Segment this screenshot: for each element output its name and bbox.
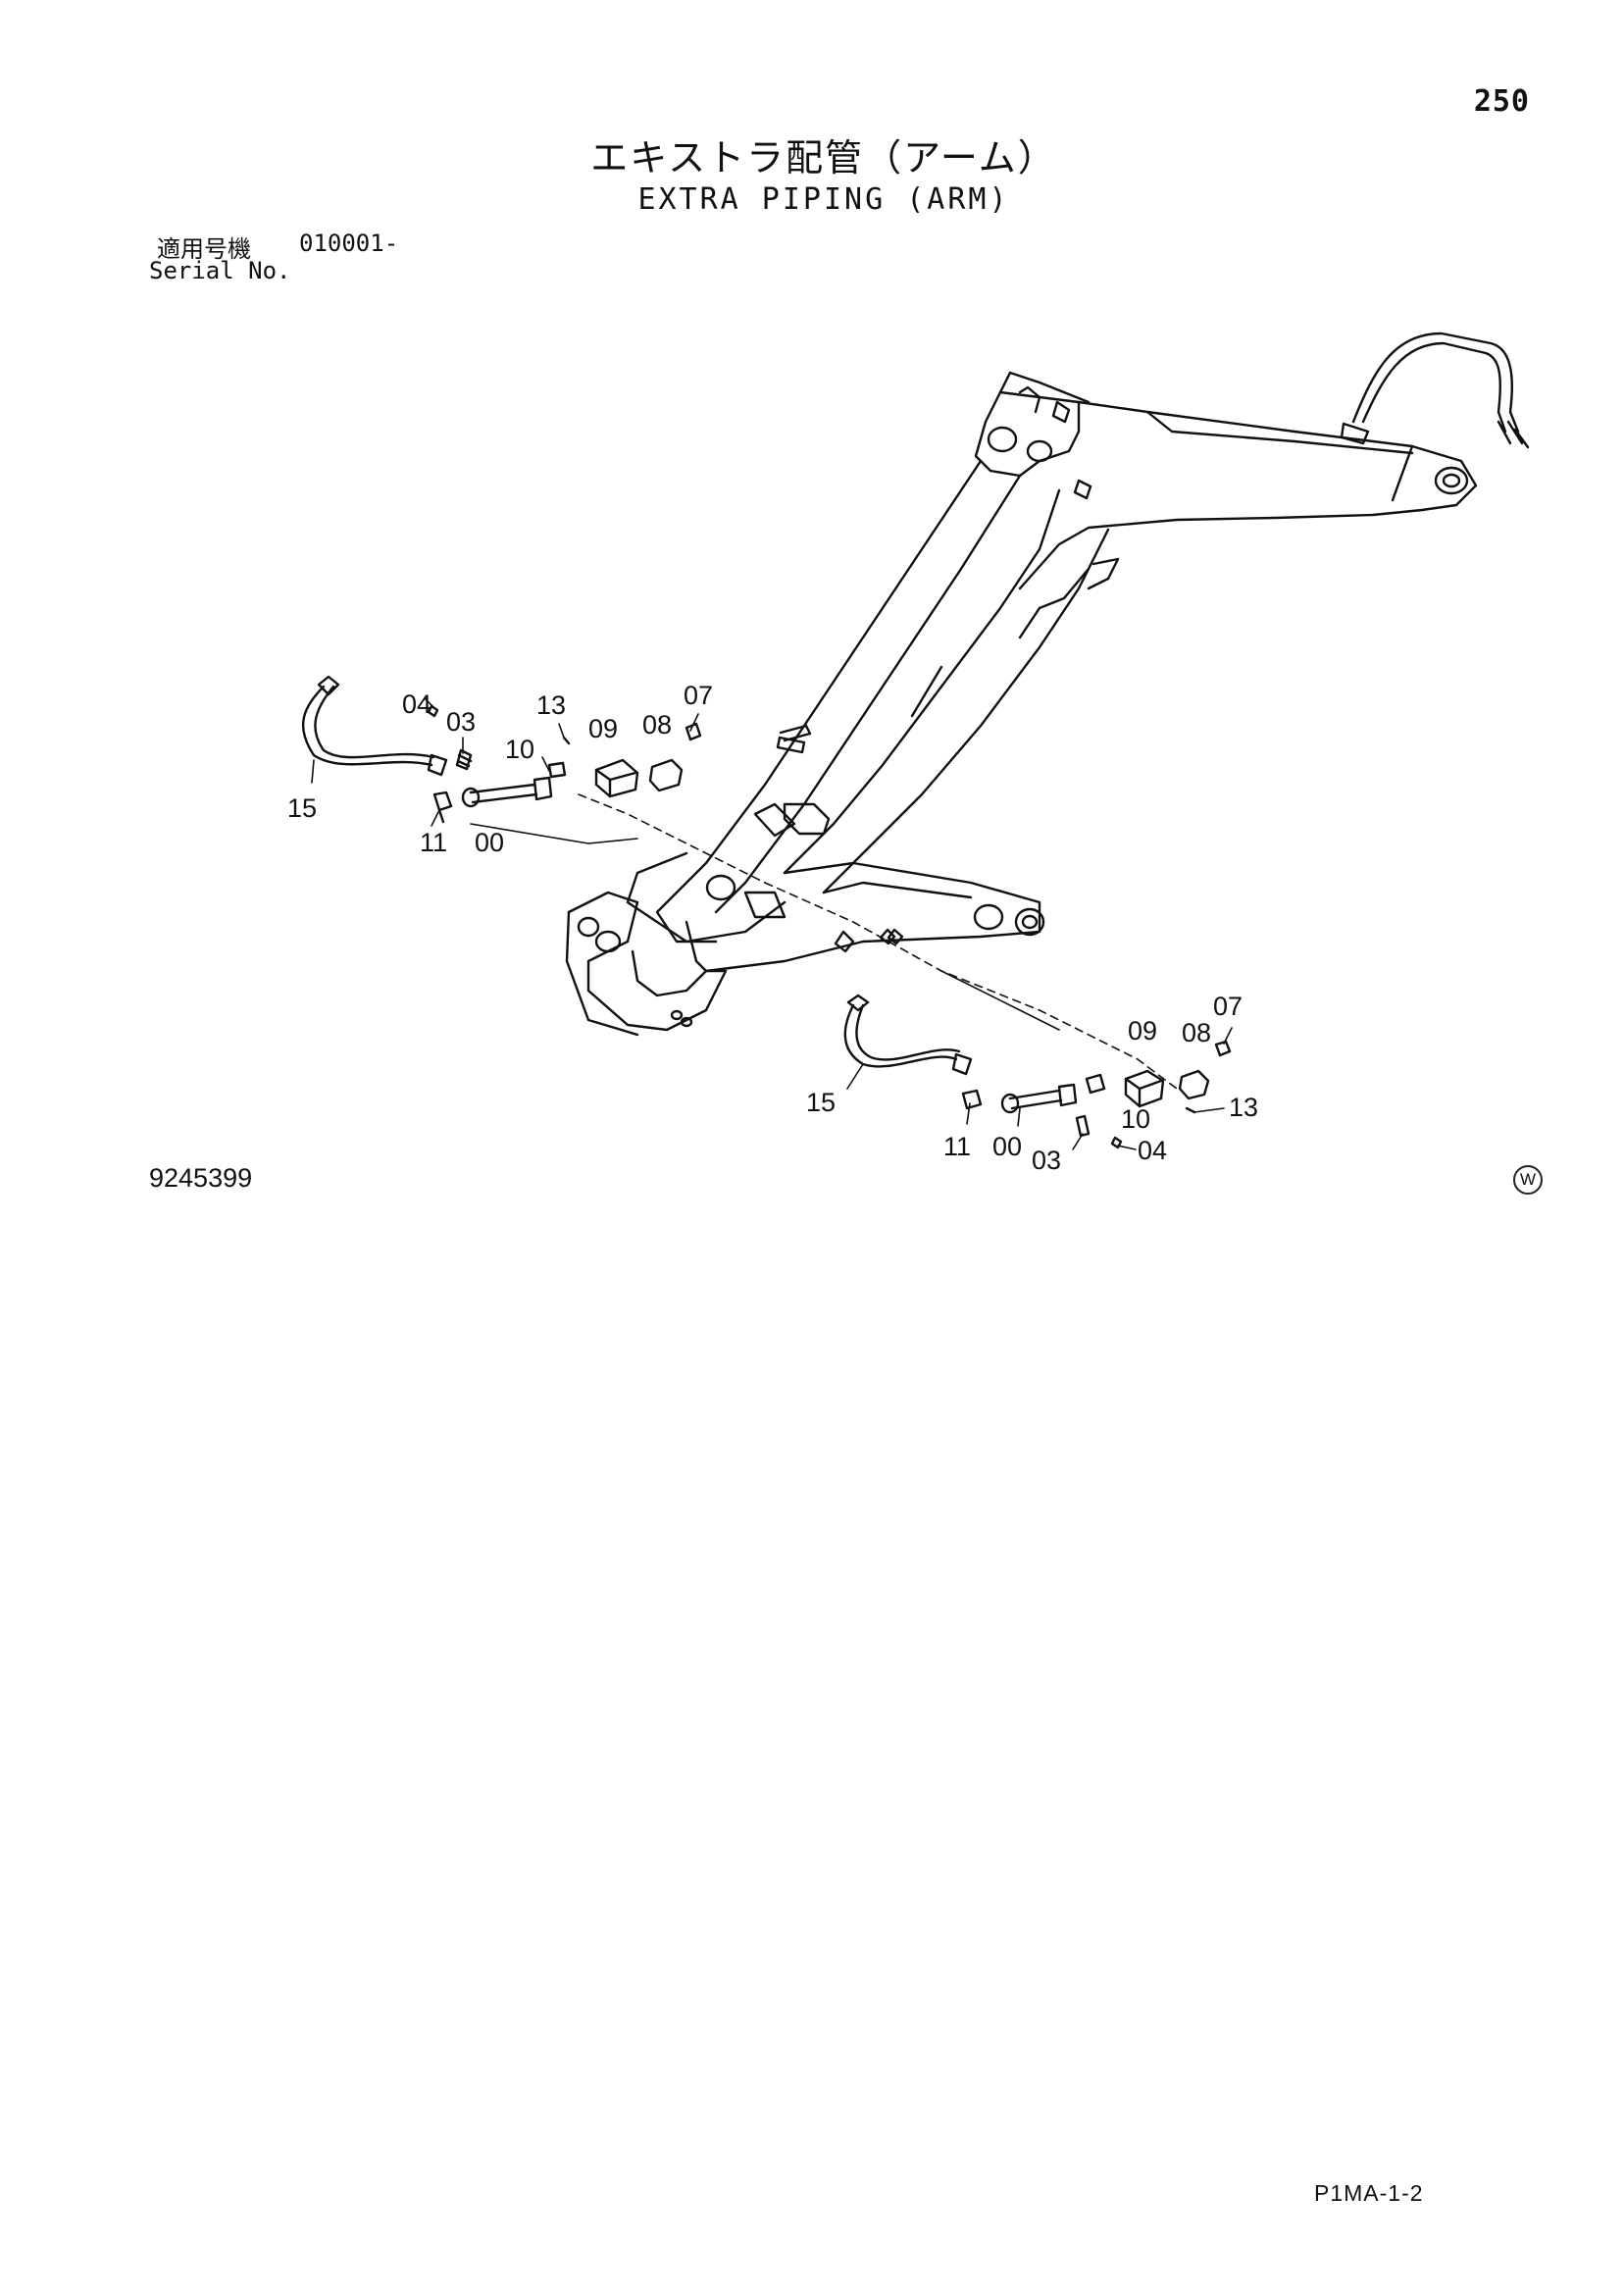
callout-04: 04 [402, 689, 431, 719]
callout-08: 08 [1182, 1018, 1211, 1047]
drawing-number: 9245399 [149, 1163, 253, 1193]
callout-15: 15 [287, 793, 317, 823]
callout-07: 07 [1213, 992, 1243, 1021]
callout-00: 00 [992, 1132, 1022, 1161]
callout-10: 10 [1121, 1104, 1150, 1134]
page-code: P1MA-1-2 [1314, 2180, 1424, 2206]
callout-13: 13 [536, 690, 566, 720]
callout-11: 11 [420, 828, 447, 857]
leader-lines [311, 697, 1233, 1150]
callout-00: 00 [475, 828, 504, 857]
watermark-symbol: W [1513, 1165, 1543, 1195]
exploded-parts-diagram: 04 03 13 07 10 09 08 15 11 00 07 09 08 1… [287, 332, 1530, 1175]
lower-right-callouts: 07 09 08 15 10 13 11 00 03 04 [806, 992, 1258, 1175]
callout-15: 15 [806, 1088, 836, 1117]
upper-left-callouts: 04 03 13 07 10 09 08 15 11 00 [287, 681, 713, 857]
callout-03: 03 [1032, 1146, 1061, 1175]
callout-09: 09 [1128, 1016, 1157, 1046]
callout-03: 03 [446, 707, 476, 737]
title-english: EXTRA PIPING (ARM) [637, 182, 1010, 217]
callout-07: 07 [684, 681, 713, 710]
serial-range: 010001- [299, 230, 399, 257]
page-number: 250 [1473, 84, 1530, 119]
serial-label-japanese: 適用号機 [157, 235, 251, 263]
serial-label-english: Serial No. [149, 257, 291, 284]
callout-13: 13 [1229, 1093, 1258, 1122]
callout-08: 08 [642, 710, 672, 740]
title-japanese: エキストラ配管（アーム） [590, 136, 1057, 179]
callout-10: 10 [505, 735, 534, 764]
arm-drawing [565, 332, 1530, 1037]
callout-11: 11 [943, 1132, 971, 1161]
callout-04: 04 [1138, 1136, 1167, 1165]
upper-left-exploded-group [301, 675, 766, 884]
callout-09: 09 [588, 714, 618, 743]
